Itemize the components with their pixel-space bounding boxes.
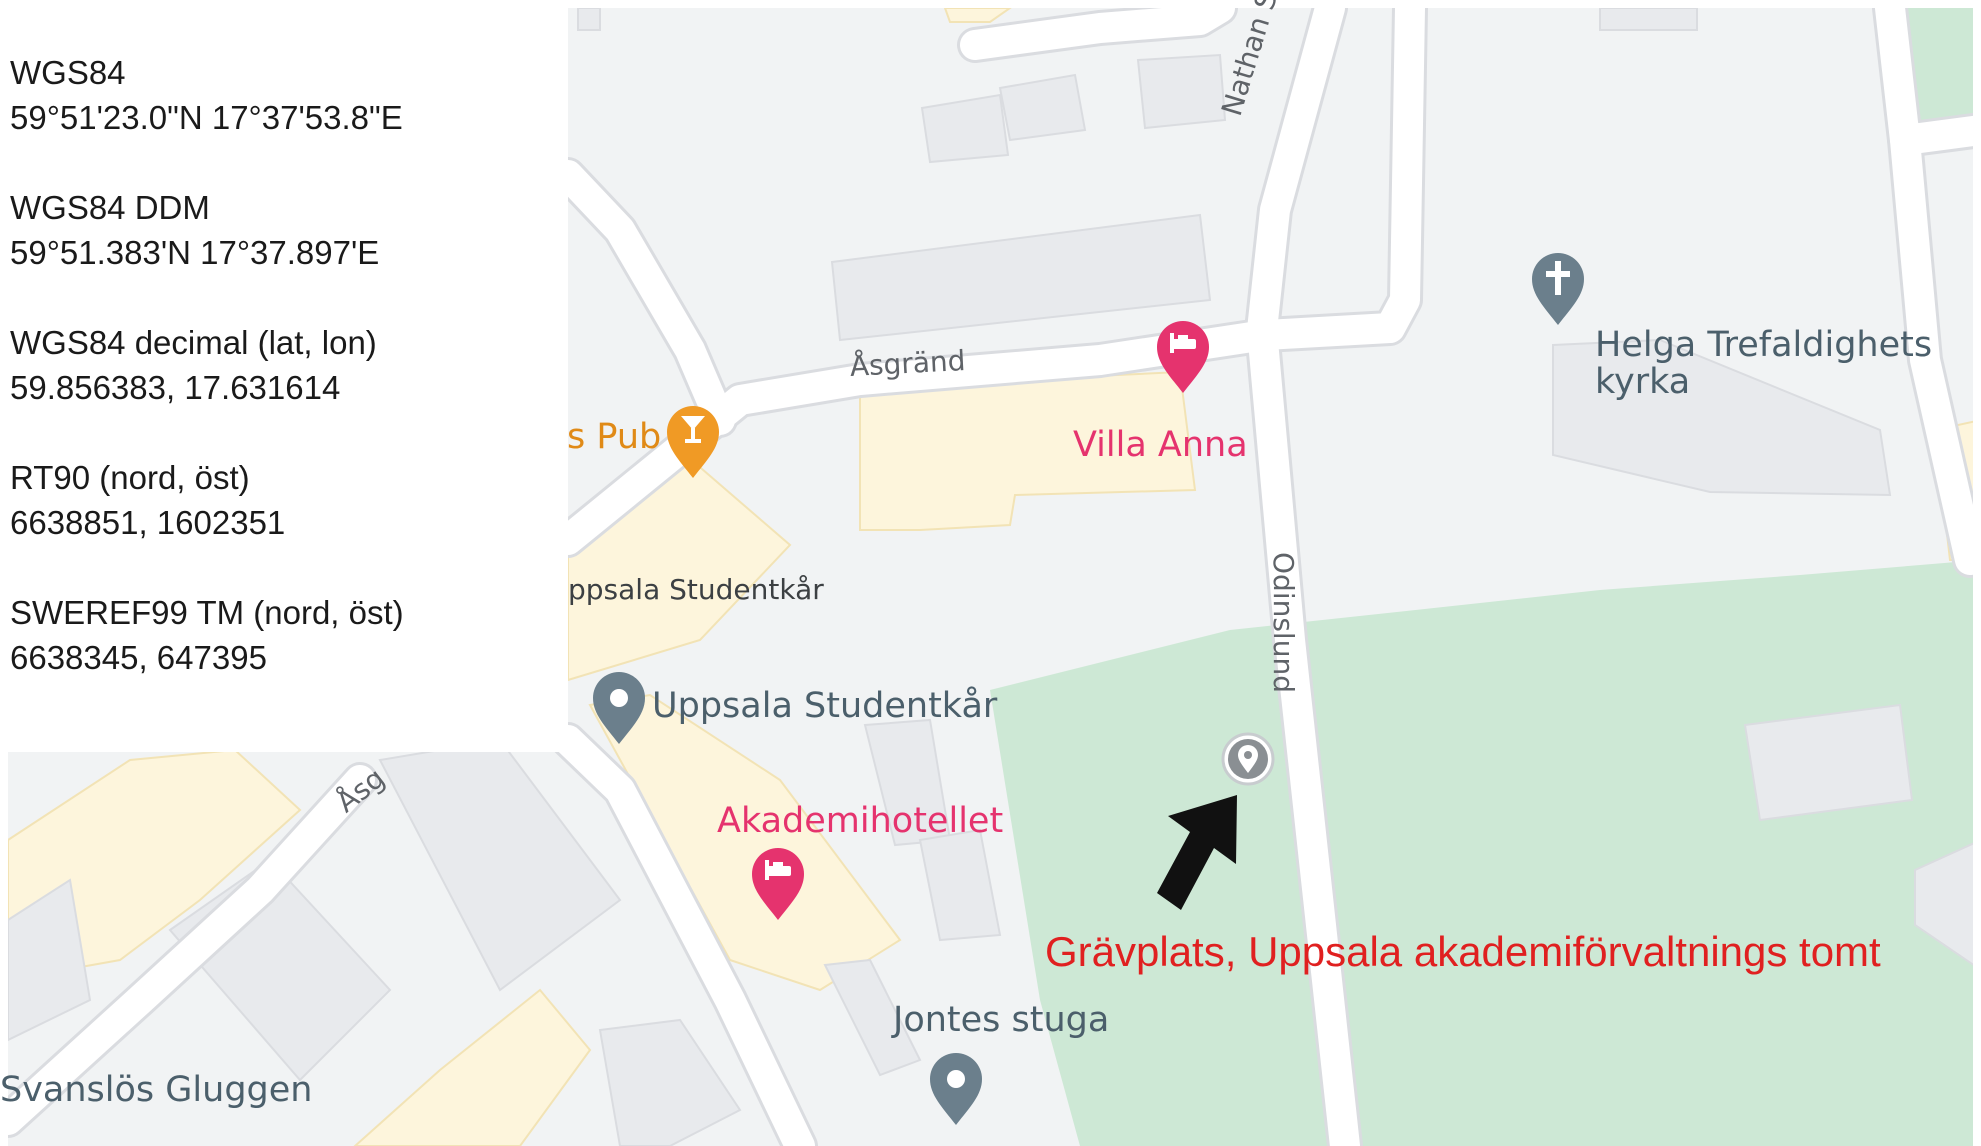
bed-pin-icon[interactable] [1157, 321, 1209, 393]
poi-label-studentkar[interactable]: Uppsala Studentkår [652, 686, 998, 726]
street-label-asgrand: Åsgränd [849, 343, 967, 383]
building-label-studentkar: ppsala Studentkår [568, 573, 824, 606]
arrow-icon [1157, 795, 1237, 910]
coord-value: 59.856383, 17.631614 [10, 369, 341, 406]
coord-system-label: WGS84 DDM [10, 189, 210, 226]
poi-label-svanslos[interactable]: Svanslös Gluggen [0, 1070, 313, 1110]
street-label-odinslund: Odinslund [1267, 552, 1300, 693]
coord-system-label: SWEREF99 TM (nord, öst) [10, 594, 404, 631]
coord-rt90: RT90 (nord, öst) 6638851, 1602351 [10, 455, 568, 545]
coord-value: 6638345, 647395 [10, 639, 267, 676]
coord-value: 6638851, 1602351 [10, 504, 286, 541]
poi-label-helga-2[interactable]: kyrka [1595, 362, 1691, 402]
coord-system-label: WGS84 decimal (lat, lon) [10, 324, 377, 361]
coordinates-panel: WGS84 59°51'23.0"N 17°37'53.8"E WGS84 DD… [0, 0, 568, 752]
park-area [990, 560, 1973, 1146]
cocktail-pin-icon[interactable] [667, 406, 719, 478]
poi-label-akademihotellet[interactable]: Akademihotellet [717, 801, 1004, 841]
coord-wgs84-ddm: WGS84 DDM 59°51.383'N 17°37.897'E [10, 185, 568, 275]
coord-sweref99: SWEREF99 TM (nord, öst) 6638345, 647395 [10, 590, 568, 680]
coord-system-label: RT90 (nord, öst) [10, 459, 250, 496]
bed-pin-icon[interactable] [752, 848, 804, 920]
poi-label-villa-anna[interactable]: Villa Anna [1073, 425, 1248, 465]
coord-system-label: WGS84 [10, 54, 126, 91]
coord-wgs84: WGS84 59°51'23.0"N 17°37'53.8"E [10, 50, 568, 140]
grey-marker-icon[interactable] [1221, 732, 1275, 786]
poi-label-pub[interactable]: s Pub [567, 417, 662, 457]
coord-value: 59°51.383'N 17°37.897'E [10, 234, 380, 271]
cross-pin-icon[interactable] [1532, 253, 1584, 325]
dig-site-label: Grävplats, Uppsala akademiförvaltnings t… [1045, 928, 1881, 975]
poi-label-helga-1[interactable]: Helga Trefaldighets [1595, 325, 1933, 365]
grey-buildings [8, 8, 1973, 1146]
coord-wgs84-decimal: WGS84 decimal (lat, lon) 59.856383, 17.6… [10, 320, 568, 410]
place-pin-icon[interactable] [930, 1053, 982, 1125]
coord-value: 59°51'23.0"N 17°37'53.8"E [10, 99, 403, 136]
poi-label-jontes[interactable]: Jontes stuga [893, 1000, 1110, 1040]
place-pin-icon[interactable] [593, 672, 645, 744]
